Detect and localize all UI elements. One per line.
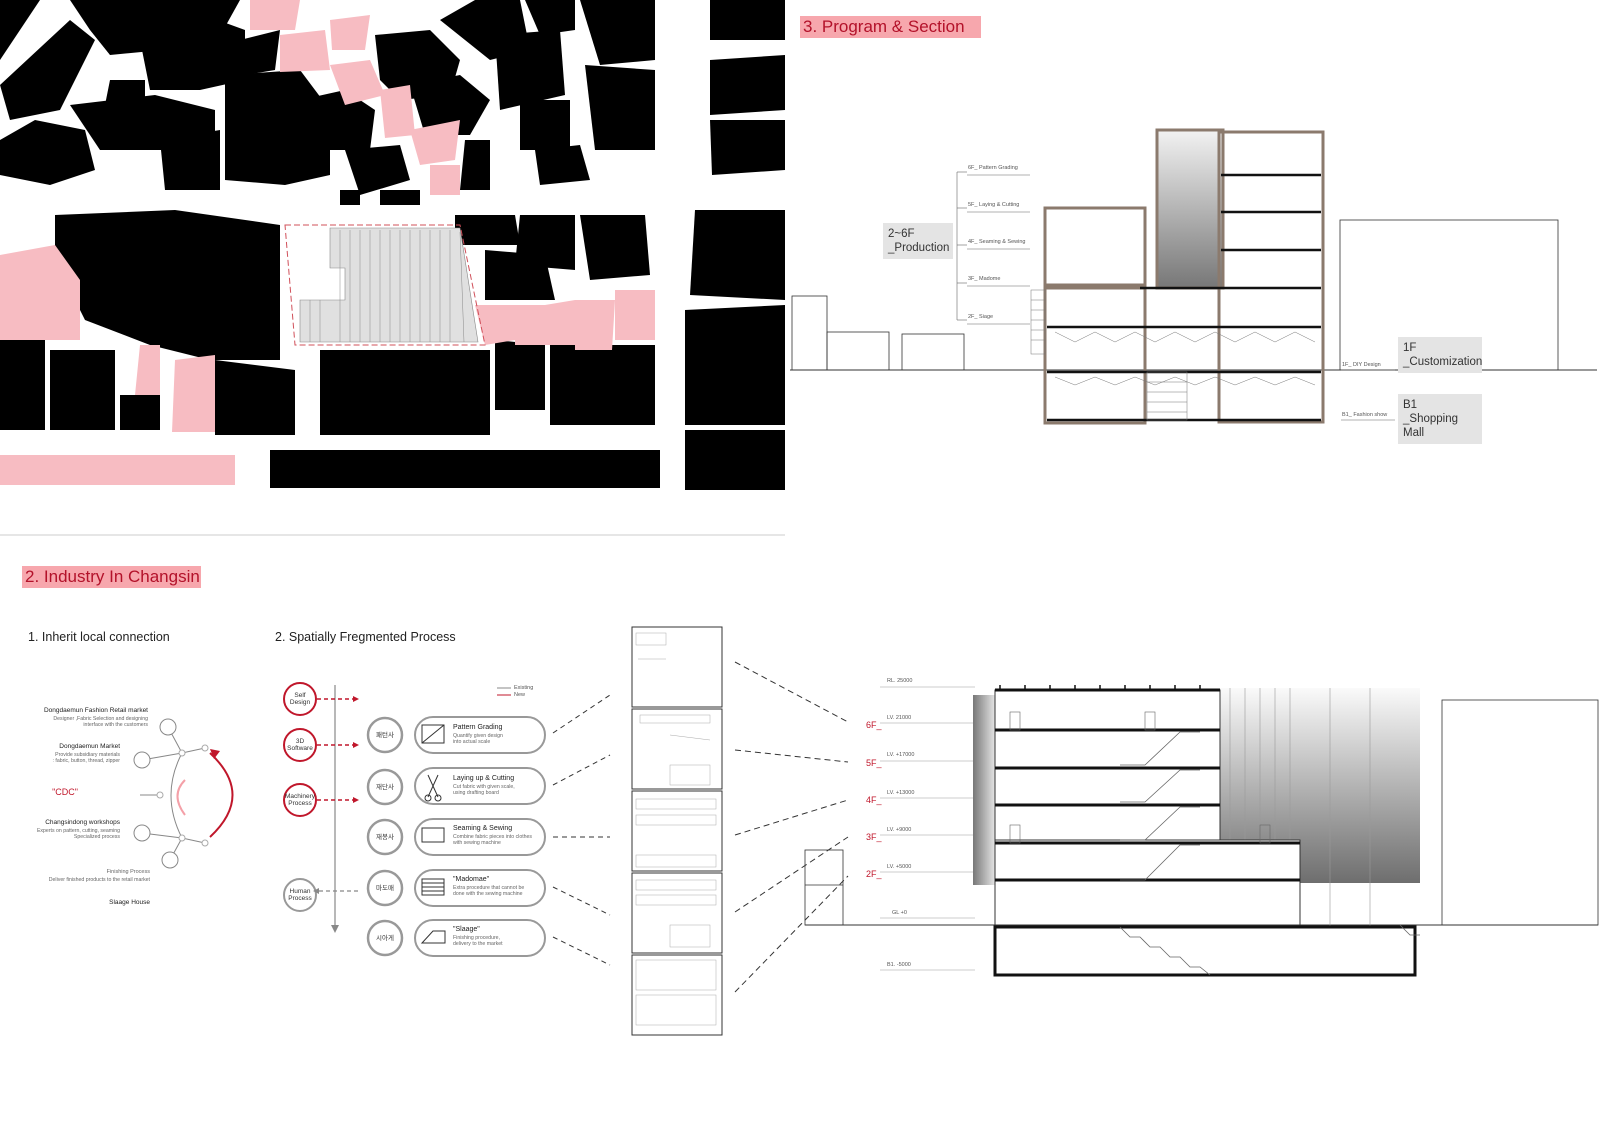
step-4-desc: Extra procedure that cannot be done with… xyxy=(453,885,525,897)
floor-3f: 3F_ xyxy=(866,832,882,842)
legend-existing: Existing xyxy=(514,685,534,691)
human-process-circle: Human Process xyxy=(288,888,312,902)
step-3-kr: 재봉사 xyxy=(376,834,394,841)
step-5-kr: 시아게 xyxy=(376,935,394,942)
customization-label: 1F _Customization xyxy=(1398,337,1482,373)
production-label: 2~6F _Production xyxy=(883,223,953,259)
step-2-kr: 재단사 xyxy=(376,784,394,791)
inherit-node-4-title: Finishing Process xyxy=(106,869,150,875)
machinery-process-circle: Machinery Process xyxy=(285,793,315,807)
3d-software-circle: 3D Software xyxy=(287,738,313,752)
process-diagram xyxy=(283,682,611,966)
step-1-title: Pattern Grading xyxy=(453,724,503,731)
step-5-desc: Finishing procedure, delivery to the mar… xyxy=(453,935,503,947)
site-map xyxy=(0,0,785,545)
inherit-node-4-desc: Deliver finished products to the retail … xyxy=(48,877,150,883)
step-4-title: "Madomae" xyxy=(453,876,490,883)
floor-note-5f: 5F_ Laying & Cutting xyxy=(968,202,1020,208)
floor-6f: 6F_ xyxy=(866,720,882,730)
floor-note-3f: 3F_ Madome xyxy=(968,276,1001,282)
floor-note-2f: 2F_ Siage xyxy=(968,314,994,320)
level-5000: LV. +5000 xyxy=(887,864,912,870)
inherit-node-2-desc: Provide subsidiary materials : fabric, b… xyxy=(52,752,120,764)
step-5-title: "Slaage" xyxy=(453,926,480,933)
inherit-node-2-title: Dongdaemun Market xyxy=(59,743,120,750)
step-2-desc: Cut fabric with given scale, using draft… xyxy=(453,784,515,796)
floor-2f: 2F_ xyxy=(866,869,882,879)
floor-5f: 5F_ xyxy=(866,758,882,768)
step-1-kr: 패턴사 xyxy=(376,732,394,739)
level-21000: LV. 21000 xyxy=(887,715,912,721)
step-4-kr: 마도매 xyxy=(376,885,394,892)
inherit-node-3-desc: Experts on pattern, cutting, seaming Spe… xyxy=(36,828,120,840)
level-gl0: GL +0 xyxy=(892,910,907,916)
inherit-node-3-title: Changsindong workshops xyxy=(45,819,120,826)
inherit-subheader: 1. Inherit local connection xyxy=(28,630,170,644)
floor-plan-strip xyxy=(631,626,723,1036)
building-section-drawing xyxy=(734,661,1599,993)
floor-note-4f: 4F_ Seaming & Sewing xyxy=(968,239,1026,245)
inherit-diagram xyxy=(133,718,234,869)
slaage-house-label: Slaage House xyxy=(109,899,150,906)
step-2-title: Laying up & Cutting xyxy=(453,775,515,782)
level-rl25000: RL. 25000 xyxy=(887,678,913,684)
program-section-drawing xyxy=(790,128,1597,425)
step-3-title: Seaming & Sewing xyxy=(453,825,513,832)
fragmented-subheader: 2. Spatially Fregmented Process xyxy=(275,630,456,644)
floor-note-6f: 6F_ Pattern Grading xyxy=(968,165,1018,171)
self-design-circle: Self Design xyxy=(289,692,311,706)
industry-header: 2. Industry In Changsin xyxy=(22,566,201,588)
level-13000: LV. +13000 xyxy=(887,790,915,796)
step-1-desc: Quantify given design into actual scale xyxy=(453,733,503,745)
inherit-node-1-desc: Designer ,Fabric Selection and designing… xyxy=(53,716,148,728)
legend-new: New xyxy=(514,692,526,698)
level-9000: LV. +9000 xyxy=(887,827,912,833)
level-b1: B1. -5000 xyxy=(887,962,911,968)
step-3-desc: Combine fabric pieces into clothes with … xyxy=(453,834,533,846)
level-17000: LV. +17000 xyxy=(887,752,915,758)
floor-4f: 4F_ xyxy=(866,795,882,805)
cdc-label: "CDC" xyxy=(52,787,78,797)
diy-note: 1F_ DIY Design xyxy=(1342,362,1381,368)
program-section-header: 3. Program & Section xyxy=(800,16,981,38)
shopping-label: B1 _Shopping Mall xyxy=(1398,394,1482,444)
fashion-note: B1_ Fashion show xyxy=(1342,412,1388,418)
inherit-node-1-title: Dongdaemun Fashion Retail market xyxy=(43,707,148,714)
